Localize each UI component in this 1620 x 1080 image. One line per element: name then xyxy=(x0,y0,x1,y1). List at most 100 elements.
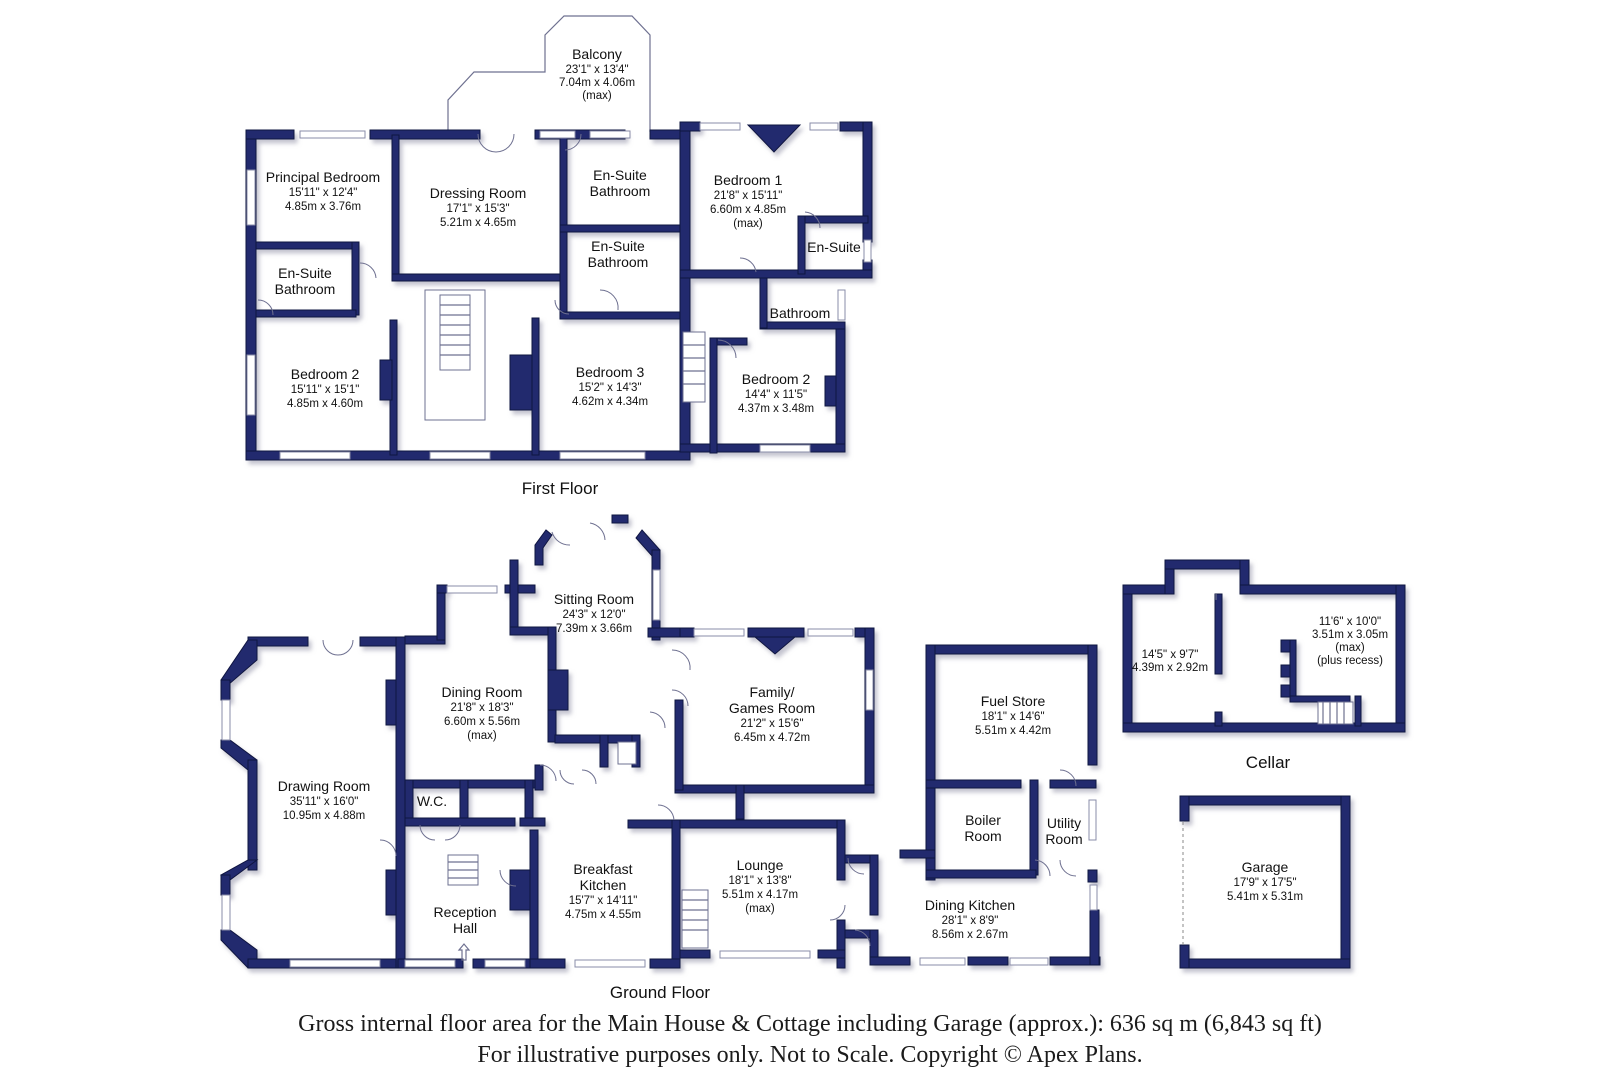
room-dimensions-imperial: 24'3" x 12'0" xyxy=(562,609,625,621)
room-dimensions-metric: 5.41m x 5.31m xyxy=(1227,891,1303,903)
ensuite-bathroom-label: En-Suite Bathroom xyxy=(275,265,336,297)
principal-bedroom-label: Principal Bedroom 15'11" x 12'4" 4.85m x… xyxy=(266,169,380,213)
room-dimensions-metric: 4.85m x 3.76m xyxy=(285,201,361,213)
room-name: Reception xyxy=(433,904,496,920)
room-dimensions-metric: 6.60m x 5.56m xyxy=(444,716,520,728)
room-dimensions-imperial: 15'2" x 14'3" xyxy=(578,382,641,394)
family-games-room-label: Family/ Games Room 21'2" x 15'6" 6.45m x… xyxy=(729,684,815,744)
room-name: Bedroom 1 xyxy=(714,172,783,188)
room-dimensions-metric: 10.95m x 4.88m xyxy=(283,810,365,822)
lounge-label: Lounge 18'1" x 13'8" 5.51m x 4.17m (max) xyxy=(722,857,798,915)
room-name: Boiler xyxy=(965,812,1001,828)
room-name: En-Suite xyxy=(593,167,647,183)
room-note: (max) xyxy=(733,218,763,230)
floor-area-caption: Gross internal floor area for the Main H… xyxy=(298,1011,1322,1037)
room-dimensions-metric: 7.39m x 3.66m xyxy=(556,623,632,635)
room-name: Bathroom xyxy=(590,183,651,199)
garage-label: Garage 17'9" x 17'5" 5.41m x 5.31m xyxy=(1227,859,1303,903)
room-name: Breakfast xyxy=(573,861,632,877)
breakfast-kitchen-label: Breakfast Kitchen 15'7" x 14'11" 4.75m x… xyxy=(565,861,641,921)
room-dimensions-imperial: 28'1" x 8'9" xyxy=(942,915,999,927)
room-name: Games Room xyxy=(729,700,815,716)
bedroom-3-label: Bedroom 3 15'2" x 14'3" 4.62m x 4.34m xyxy=(572,364,648,408)
cellar-walls xyxy=(1122,559,1406,733)
utility-room-label: Utility Room xyxy=(1045,815,1082,847)
balcony-outline xyxy=(447,15,651,132)
ground-floor-walls xyxy=(219,514,1101,969)
reception-hall-label: Reception Hall xyxy=(433,904,496,936)
room-dimensions-imperial: 23'1" x 13'4" xyxy=(565,64,628,76)
room-dimensions-metric: 5.51m x 4.17m xyxy=(722,889,798,901)
room-dimensions-imperial: 17'9" x 17'5" xyxy=(1233,877,1296,889)
room-dimensions-imperial: 15'11" x 15'1" xyxy=(291,384,360,396)
sitting-room-label: Sitting Room 24'3" x 12'0" 7.39m x 3.66m xyxy=(554,591,634,635)
balcony-label: Balcony 23'1" x 13'4" 7.04m x 4.06m (max… xyxy=(559,46,635,102)
entrance-arrow-icon xyxy=(457,943,471,961)
room-name: Bedroom 2 xyxy=(291,366,360,382)
room-dimensions-metric: 8.56m x 2.67m xyxy=(932,929,1008,941)
room-dimensions-imperial: 21'8" x 15'11" xyxy=(714,190,783,202)
room-dimensions-metric: 4.75m x 4.55m xyxy=(565,909,641,921)
room-note: (max) xyxy=(582,90,612,102)
room-dimensions-metric: 4.37m x 3.48m xyxy=(738,403,814,415)
ground-floor-label: Ground Floor xyxy=(610,983,710,1002)
dining-kitchen-label: Dining Kitchen 28'1" x 8'9" 8.56m x 2.67… xyxy=(925,897,1015,941)
ensuite-bathroom-label: En-Suite Bathroom xyxy=(588,238,649,270)
room-name: Fuel Store xyxy=(981,693,1046,709)
room-dimensions-imperial: 35'11" x 16'0" xyxy=(290,796,359,808)
room-name: Room xyxy=(1045,831,1082,847)
cellar-plan: 14'5" x 9'7" 4.39m x 2.92m 11'6" x 10'0"… xyxy=(1122,559,1406,772)
room-dimensions-metric: 7.04m x 4.06m xyxy=(559,77,635,89)
room-dimensions-imperial: 11'6" x 10'0" xyxy=(1319,616,1381,628)
room-name: Dining Room xyxy=(442,684,523,700)
room-dimensions-imperial: 14'4" x 11'5" xyxy=(745,389,807,401)
bedroom-2-label: Bedroom 2 14'4" x 11'5" 4.37m x 3.48m xyxy=(738,371,814,415)
copyright-caption: For illustrative purposes only. Not to S… xyxy=(477,1042,1143,1068)
first-floor-label: First Floor xyxy=(522,479,599,498)
room-dimensions-imperial: 21'8" x 18'3" xyxy=(450,702,513,714)
ground-floor-doors xyxy=(322,522,1077,961)
room-dimensions-imperial: 18'1" x 13'8" xyxy=(728,875,791,887)
ensuite-bathroom-label: En-Suite Bathroom xyxy=(590,167,651,199)
bedroom-2-label: Bedroom 2 15'11" x 15'1" 4.85m x 4.60m xyxy=(287,366,363,410)
room-dimensions-metric: 4.39m x 2.92m xyxy=(1132,662,1208,674)
room-dimensions-imperial: 18'1" x 14'6" xyxy=(981,711,1044,723)
drawing-room-label: Drawing Room 35'11" x 16'0" 10.95m x 4.8… xyxy=(278,778,371,822)
dining-room-label: Dining Room 21'8" x 18'3" 6.60m x 5.56m … xyxy=(442,684,523,742)
room-note: (max) xyxy=(745,903,775,915)
dressing-room-label: Dressing Room 17'1" x 15'3" 5.21m x 4.65… xyxy=(430,185,526,229)
room-name: Dining Kitchen xyxy=(925,897,1015,913)
room-name: Bathroom xyxy=(588,254,649,270)
room-dimensions-imperial: 21'2" x 15'6" xyxy=(740,718,803,730)
room-note: (max) xyxy=(1335,642,1365,654)
room-name: Drawing Room xyxy=(278,778,371,794)
wc-label: W.C. xyxy=(417,793,447,809)
room-name: Room xyxy=(964,828,1001,844)
room-dimensions-metric: 3.51m x 3.05m xyxy=(1312,629,1388,641)
room-dimensions-metric: 4.62m x 4.34m xyxy=(572,396,648,408)
fuel-store-label: Fuel Store 18'1" x 14'6" 5.51m x 4.42m xyxy=(975,693,1051,737)
room-name: Hall xyxy=(453,920,477,936)
cellar-label: Cellar xyxy=(1246,753,1291,772)
room-name: En-Suite xyxy=(278,265,332,281)
ensuite-label: En-Suite xyxy=(807,239,861,255)
cellar-right-room-label: 11'6" x 10'0" 3.51m x 3.05m (max) (plus … xyxy=(1312,616,1388,667)
room-dimensions-metric: 6.60m x 4.85m xyxy=(710,204,786,216)
room-name: En-Suite xyxy=(591,238,645,254)
garage-walls xyxy=(1179,795,1351,969)
room-note: (max) xyxy=(467,730,497,742)
first-floor-windows xyxy=(246,122,872,460)
room-name: Principal Bedroom xyxy=(266,169,380,185)
first-floor-stairs xyxy=(424,289,706,421)
room-dimensions-imperial: 15'7" x 14'11" xyxy=(569,895,638,907)
room-name: Kitchen xyxy=(580,877,627,893)
room-dimensions-imperial: 17'1" x 15'3" xyxy=(446,203,509,215)
first-floor-doors xyxy=(257,133,821,359)
ground-floor-plan: Sitting Room 24'3" x 12'0" 7.39m x 3.66m… xyxy=(219,514,1101,1002)
bedroom-1-label: Bedroom 1 21'8" x 15'11" 6.60m x 4.85m (… xyxy=(710,172,786,230)
room-note: (plus recess) xyxy=(1317,655,1383,667)
first-floor-plan: Balcony 23'1" x 13'4" 7.04m x 4.06m (max… xyxy=(245,15,873,498)
ground-floor-stairs xyxy=(447,741,709,949)
room-name: Bedroom 2 xyxy=(742,371,811,387)
